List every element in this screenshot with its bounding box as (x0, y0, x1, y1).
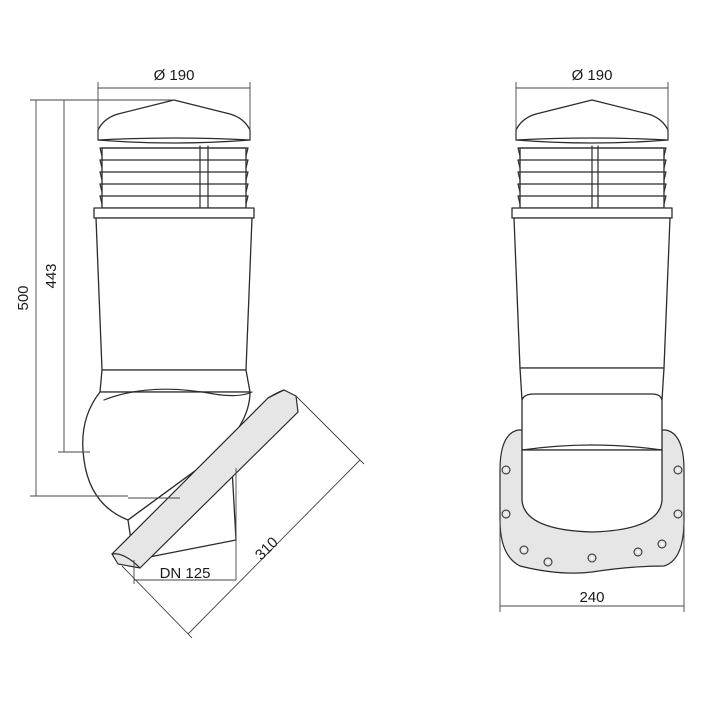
side-view-cap (97, 99, 251, 144)
bolt-icon (673, 509, 683, 519)
side-view-collar (93, 207, 255, 219)
side-view-flange (111, 389, 299, 569)
dim-label-diagonal-length: 310 (252, 534, 282, 564)
front-view-louvres (517, 145, 667, 211)
dim-label-body-height: 443 (43, 263, 60, 288)
dim-label-base-width: 240 (579, 589, 604, 606)
dimension-left-diameter: Ø 190 (97, 67, 251, 140)
dim-label-pipe-diameter: DN 125 (160, 565, 211, 582)
bolt-icon (501, 465, 511, 475)
side-view-ball (82, 391, 251, 521)
bolt-icon (587, 553, 597, 563)
bolt-icon (657, 539, 667, 549)
front-view-base (499, 393, 685, 574)
front-view-bolts (501, 465, 683, 567)
front-view (499, 99, 685, 574)
dim-label-total-height: 500 (15, 285, 32, 310)
dimension-right-diameter: Ø 190 (515, 67, 669, 140)
side-view (82, 99, 299, 580)
bolt-icon (543, 557, 553, 567)
dim-label-left-diameter: Ø 190 (154, 67, 195, 84)
dimension-total-height: 500 (15, 99, 174, 497)
bolt-icon (673, 465, 683, 475)
bolt-icon (633, 547, 643, 557)
side-view-neck (99, 369, 251, 393)
side-view-pipe (95, 217, 253, 371)
bolt-icon (501, 509, 511, 519)
front-view-cap (515, 99, 669, 144)
front-view-collar (511, 207, 673, 219)
dim-label-right-diameter: Ø 190 (572, 67, 613, 84)
bolt-icon (519, 545, 529, 555)
front-view-pipe (513, 217, 671, 369)
dimension-body-height: 443 (43, 99, 90, 453)
side-view-louvres (99, 145, 249, 211)
dimension-base-width: 240 (499, 520, 685, 612)
dimension-pipe-diameter: DN 125 (133, 560, 236, 584)
